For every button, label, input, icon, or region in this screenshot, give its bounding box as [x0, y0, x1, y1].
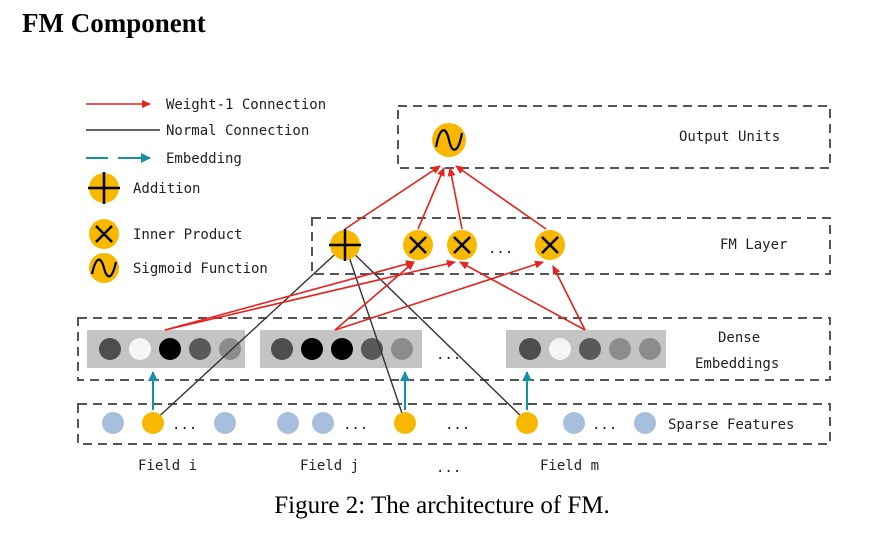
- fm-layer-label: FM Layer: [720, 237, 787, 253]
- fm-addition-node: [329, 229, 361, 261]
- w1-conn-m-p3: [552, 265, 586, 331]
- fm-layer-box: [311, 217, 831, 275]
- embedding-group-m: [506, 330, 666, 368]
- figure-caption: Figure 2: The architecture of FM.: [274, 492, 610, 519]
- normal-conn-j-add: [344, 244, 406, 423]
- legend-embedding-label: Embedding: [166, 151, 242, 167]
- w1-conn-p3-out: [455, 165, 547, 230]
- w1-conn-p1-out: [417, 167, 445, 230]
- field-ellipsis-label: ...: [436, 460, 461, 476]
- sparse-field-m: ...: [516, 412, 656, 434]
- field-i-label: Field i: [138, 458, 197, 474]
- fm-inner-product-node-1: [403, 230, 433, 260]
- addition-icon: [88, 172, 120, 204]
- inner-product-icon: [89, 219, 119, 249]
- sparse-ellipsis-middle: ...: [445, 417, 470, 433]
- sparse-ellipsis-i: ...: [172, 417, 197, 433]
- legend-addition-label: Addition: [133, 181, 200, 197]
- sparse-features-label: Sparse Features: [668, 417, 794, 433]
- fm-ellipsis: ...: [488, 241, 513, 257]
- fm-inner-product-node-2: [447, 230, 477, 260]
- legend-normal-label: Normal Connection: [166, 123, 309, 139]
- field-j-label: Field j: [300, 458, 359, 474]
- legend: Weight-1 Connection Normal Connection Em…: [86, 97, 326, 283]
- dense-label-line2: Embeddings: [695, 356, 779, 372]
- w1-conn-add-out: [344, 165, 441, 230]
- output-units-box: [397, 105, 831, 169]
- section-heading: FM Component: [22, 8, 206, 38]
- sigmoid-icon: [89, 253, 119, 283]
- sparse-features-box: [77, 403, 831, 445]
- w1-conn-i-p2: [164, 259, 456, 331]
- sparse-ellipsis-j: ...: [343, 417, 368, 433]
- w1-conn-j-p1: [334, 261, 415, 331]
- output-units-label: Output Units: [679, 129, 780, 145]
- legend-inner-product-label: Inner Product: [133, 227, 243, 243]
- w1-conn-i-p1: [164, 260, 415, 331]
- normal-conn-m-add: [344, 244, 528, 423]
- legend-sigmoid-label: Sigmoid Function: [133, 261, 268, 277]
- embedding-group-j: [260, 330, 422, 368]
- w1-conn-j-p3: [334, 260, 544, 331]
- legend-weight1-label: Weight-1 Connection: [166, 97, 326, 113]
- output-sigmoid-node: [432, 123, 466, 157]
- sparse-field-i: ...: [102, 412, 236, 434]
- field-m-label: Field m: [540, 458, 599, 474]
- dense-embeddings-box: [77, 317, 831, 381]
- fm-inner-product-node-3: [535, 230, 565, 260]
- sparse-field-j: ...: [277, 412, 416, 434]
- w1-conn-p2-out: [447, 167, 463, 230]
- sparse-ellipsis-m: ...: [592, 417, 617, 433]
- dense-label-line1: Dense: [718, 330, 760, 346]
- w1-conn-m-p2: [459, 261, 586, 331]
- embedding-group-i: [87, 330, 245, 368]
- normal-conn-i-add: [152, 244, 346, 423]
